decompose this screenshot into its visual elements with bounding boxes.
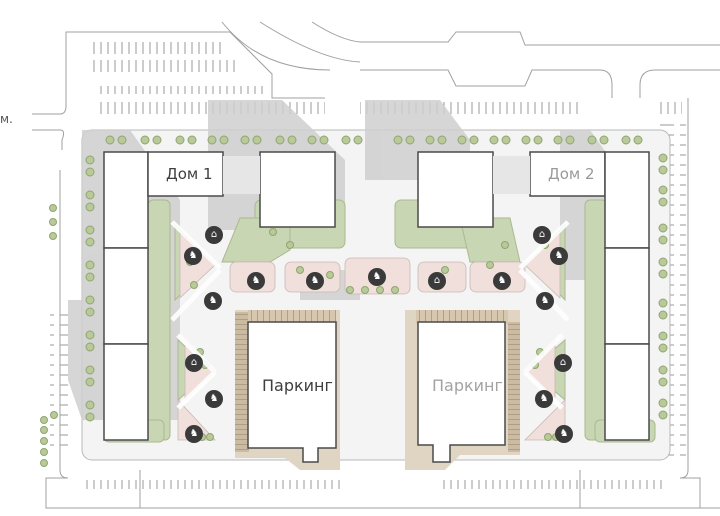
roads (32, 21, 720, 509)
parking-structures (235, 310, 520, 470)
rocking-horse-icon[interactable]: ♞ (306, 272, 324, 290)
parking-label-left[interactable]: Паркинг (262, 376, 333, 395)
tree-rows (40, 135, 668, 467)
edge-street-text: м. (0, 112, 13, 126)
rocking-horse-icon[interactable]: ♞ (205, 390, 223, 408)
rocking-horse-icon[interactable]: ♞ (204, 292, 222, 310)
buildings (103, 151, 650, 441)
rocking-horse-icon[interactable]: ♞ (184, 247, 202, 265)
rocking-horse-icon[interactable]: ♞ (550, 247, 568, 265)
rocking-horse-icon[interactable]: ♞ (185, 425, 203, 443)
building-label-dom2[interactable]: Дом 2 (548, 165, 595, 183)
rocking-horse-icon[interactable]: ♞ (247, 272, 265, 290)
gazebo-icon[interactable]: ⌂ (554, 354, 572, 372)
rocking-horse-icon[interactable]: ♞ (536, 292, 554, 310)
gazebo-icon[interactable]: ⌂ (428, 272, 446, 290)
rocking-horse-icon[interactable]: ♞ (555, 425, 573, 443)
gazebo-icon[interactable]: ⌂ (533, 226, 551, 244)
gazebo-icon[interactable]: ⌂ (185, 354, 203, 372)
rocking-horse-icon[interactable]: ♞ (368, 268, 386, 286)
rocking-horse-icon[interactable]: ♞ (493, 272, 511, 290)
parking-label-right[interactable]: Паркинг (432, 376, 503, 395)
gazebo-icon[interactable]: ⌂ (205, 226, 223, 244)
building-label-dom1[interactable]: Дом 1 (166, 165, 213, 183)
rocking-horse-icon[interactable]: ♞ (535, 390, 553, 408)
